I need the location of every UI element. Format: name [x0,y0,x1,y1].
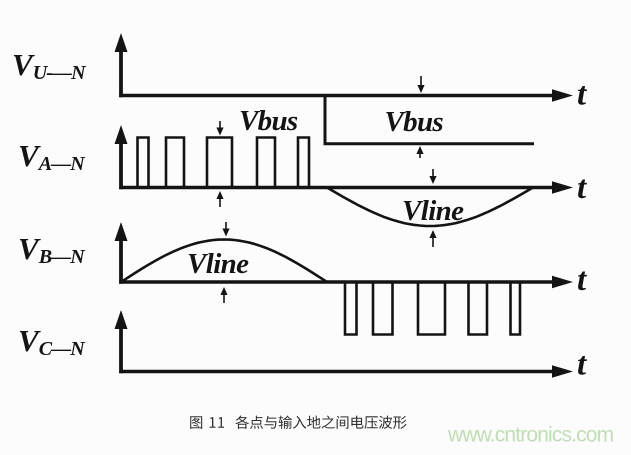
svg-text:t: t [577,347,587,383]
svg-text:Vline: Vline [187,248,249,280]
svg-text:www.cntronics.com: www.cntronics.com [447,424,614,447]
svg-text:Vbus: Vbus [239,105,298,137]
svg-text:t: t [577,77,587,113]
svg-text:Vbus: Vbus [385,106,444,138]
svg-text:t: t [577,170,587,206]
svg-text:Vline: Vline [402,195,464,227]
svg-text:t: t [577,262,587,298]
